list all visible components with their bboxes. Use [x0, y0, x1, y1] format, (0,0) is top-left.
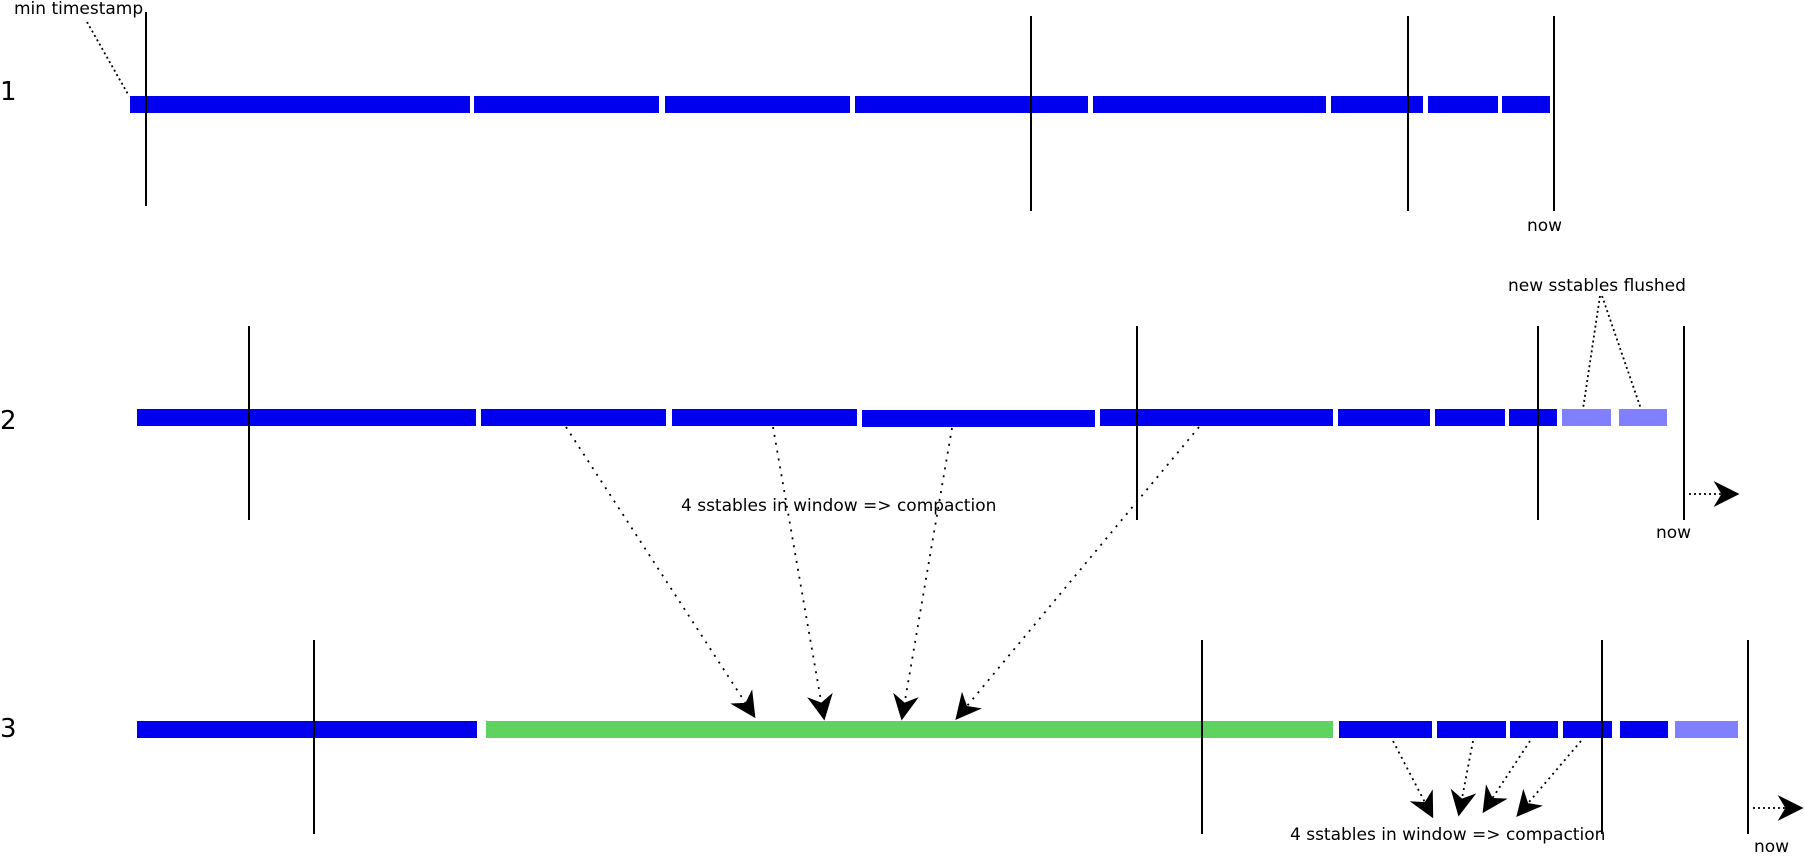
- row-2-label: 2: [0, 406, 17, 436]
- sstable-block: [1620, 721, 1668, 738]
- sstable-block: [672, 409, 857, 426]
- flushed-pointer: [1601, 295, 1642, 410]
- min-timestamp-pointer: [86, 21, 130, 97]
- sstable-block: [481, 409, 666, 426]
- row-3-sstables: [137, 721, 1738, 738]
- sstable-block: [1509, 409, 1557, 426]
- now-label: now: [1754, 837, 1789, 854]
- sstable-block: [474, 96, 659, 113]
- row-3: 3 4 sstables in window => compaction now: [0, 640, 1804, 857]
- flushed-pointer: [1582, 295, 1601, 410]
- sstable-block: [1510, 721, 1558, 738]
- new-sstable-block: [1619, 409, 1667, 426]
- sstable-block: [665, 96, 850, 113]
- sstable-block: [1339, 721, 1432, 738]
- sstable-block: [137, 409, 476, 426]
- compaction-note: 4 sstables in window => compaction: [681, 496, 996, 516]
- pending-compaction-arrows: [1392, 740, 1582, 819]
- now-label: now: [1527, 216, 1562, 236]
- new-sstable-block: [1675, 721, 1738, 738]
- row-1: 1 min timestamp now: [0, 0, 1562, 236]
- compaction-note: 4 sstables in window => compaction: [1290, 825, 1605, 845]
- sstable-block: [137, 721, 477, 738]
- sstable-block: [1502, 96, 1550, 113]
- row-1-label: 1: [0, 77, 17, 107]
- sstable-block: [855, 96, 1088, 113]
- compaction-arrow: [893, 427, 953, 721]
- row-1-sstables: [130, 96, 1550, 113]
- min-timestamp-label: min timestamp: [14, 0, 143, 19]
- row-2-window-boundaries: [248, 326, 1685, 520]
- sstable-block: [130, 96, 470, 113]
- row-1-window-boundaries: [145, 12, 1555, 211]
- sstable-block: [1435, 409, 1505, 426]
- compaction-arrow: [1482, 740, 1531, 814]
- row-3-window-boundaries: [313, 640, 1749, 834]
- compaction-arrow: [1450, 740, 1477, 817]
- new-sstable-block: [1562, 409, 1611, 426]
- sstable-block: [1100, 409, 1333, 426]
- compacted-sstable-block: [486, 721, 1333, 738]
- row-2-sstables: [137, 409, 1667, 427]
- sstable-block: [1093, 96, 1326, 113]
- sstable-block: [1331, 96, 1423, 113]
- compaction-arrow: [1516, 740, 1582, 817]
- compaction-arrows: [565, 426, 1200, 721]
- sstable-block: [862, 410, 1095, 427]
- compaction-arrow: [565, 426, 756, 719]
- compaction-arrow: [1392, 740, 1434, 819]
- sstable-block: [1563, 721, 1612, 738]
- sstable-block: [1428, 96, 1498, 113]
- new-sstables-flushed-label: new sstables flushed: [1508, 276, 1686, 296]
- compaction-arrow: [955, 426, 1200, 720]
- sstable-block: [1338, 409, 1430, 426]
- now-label: now: [1656, 523, 1691, 543]
- sstable-block: [1437, 721, 1506, 738]
- compaction-arrow: [772, 426, 833, 721]
- row-2: 2 new sstables flushed 4 sstables in win…: [0, 276, 1740, 543]
- row-3-label: 3: [0, 714, 17, 744]
